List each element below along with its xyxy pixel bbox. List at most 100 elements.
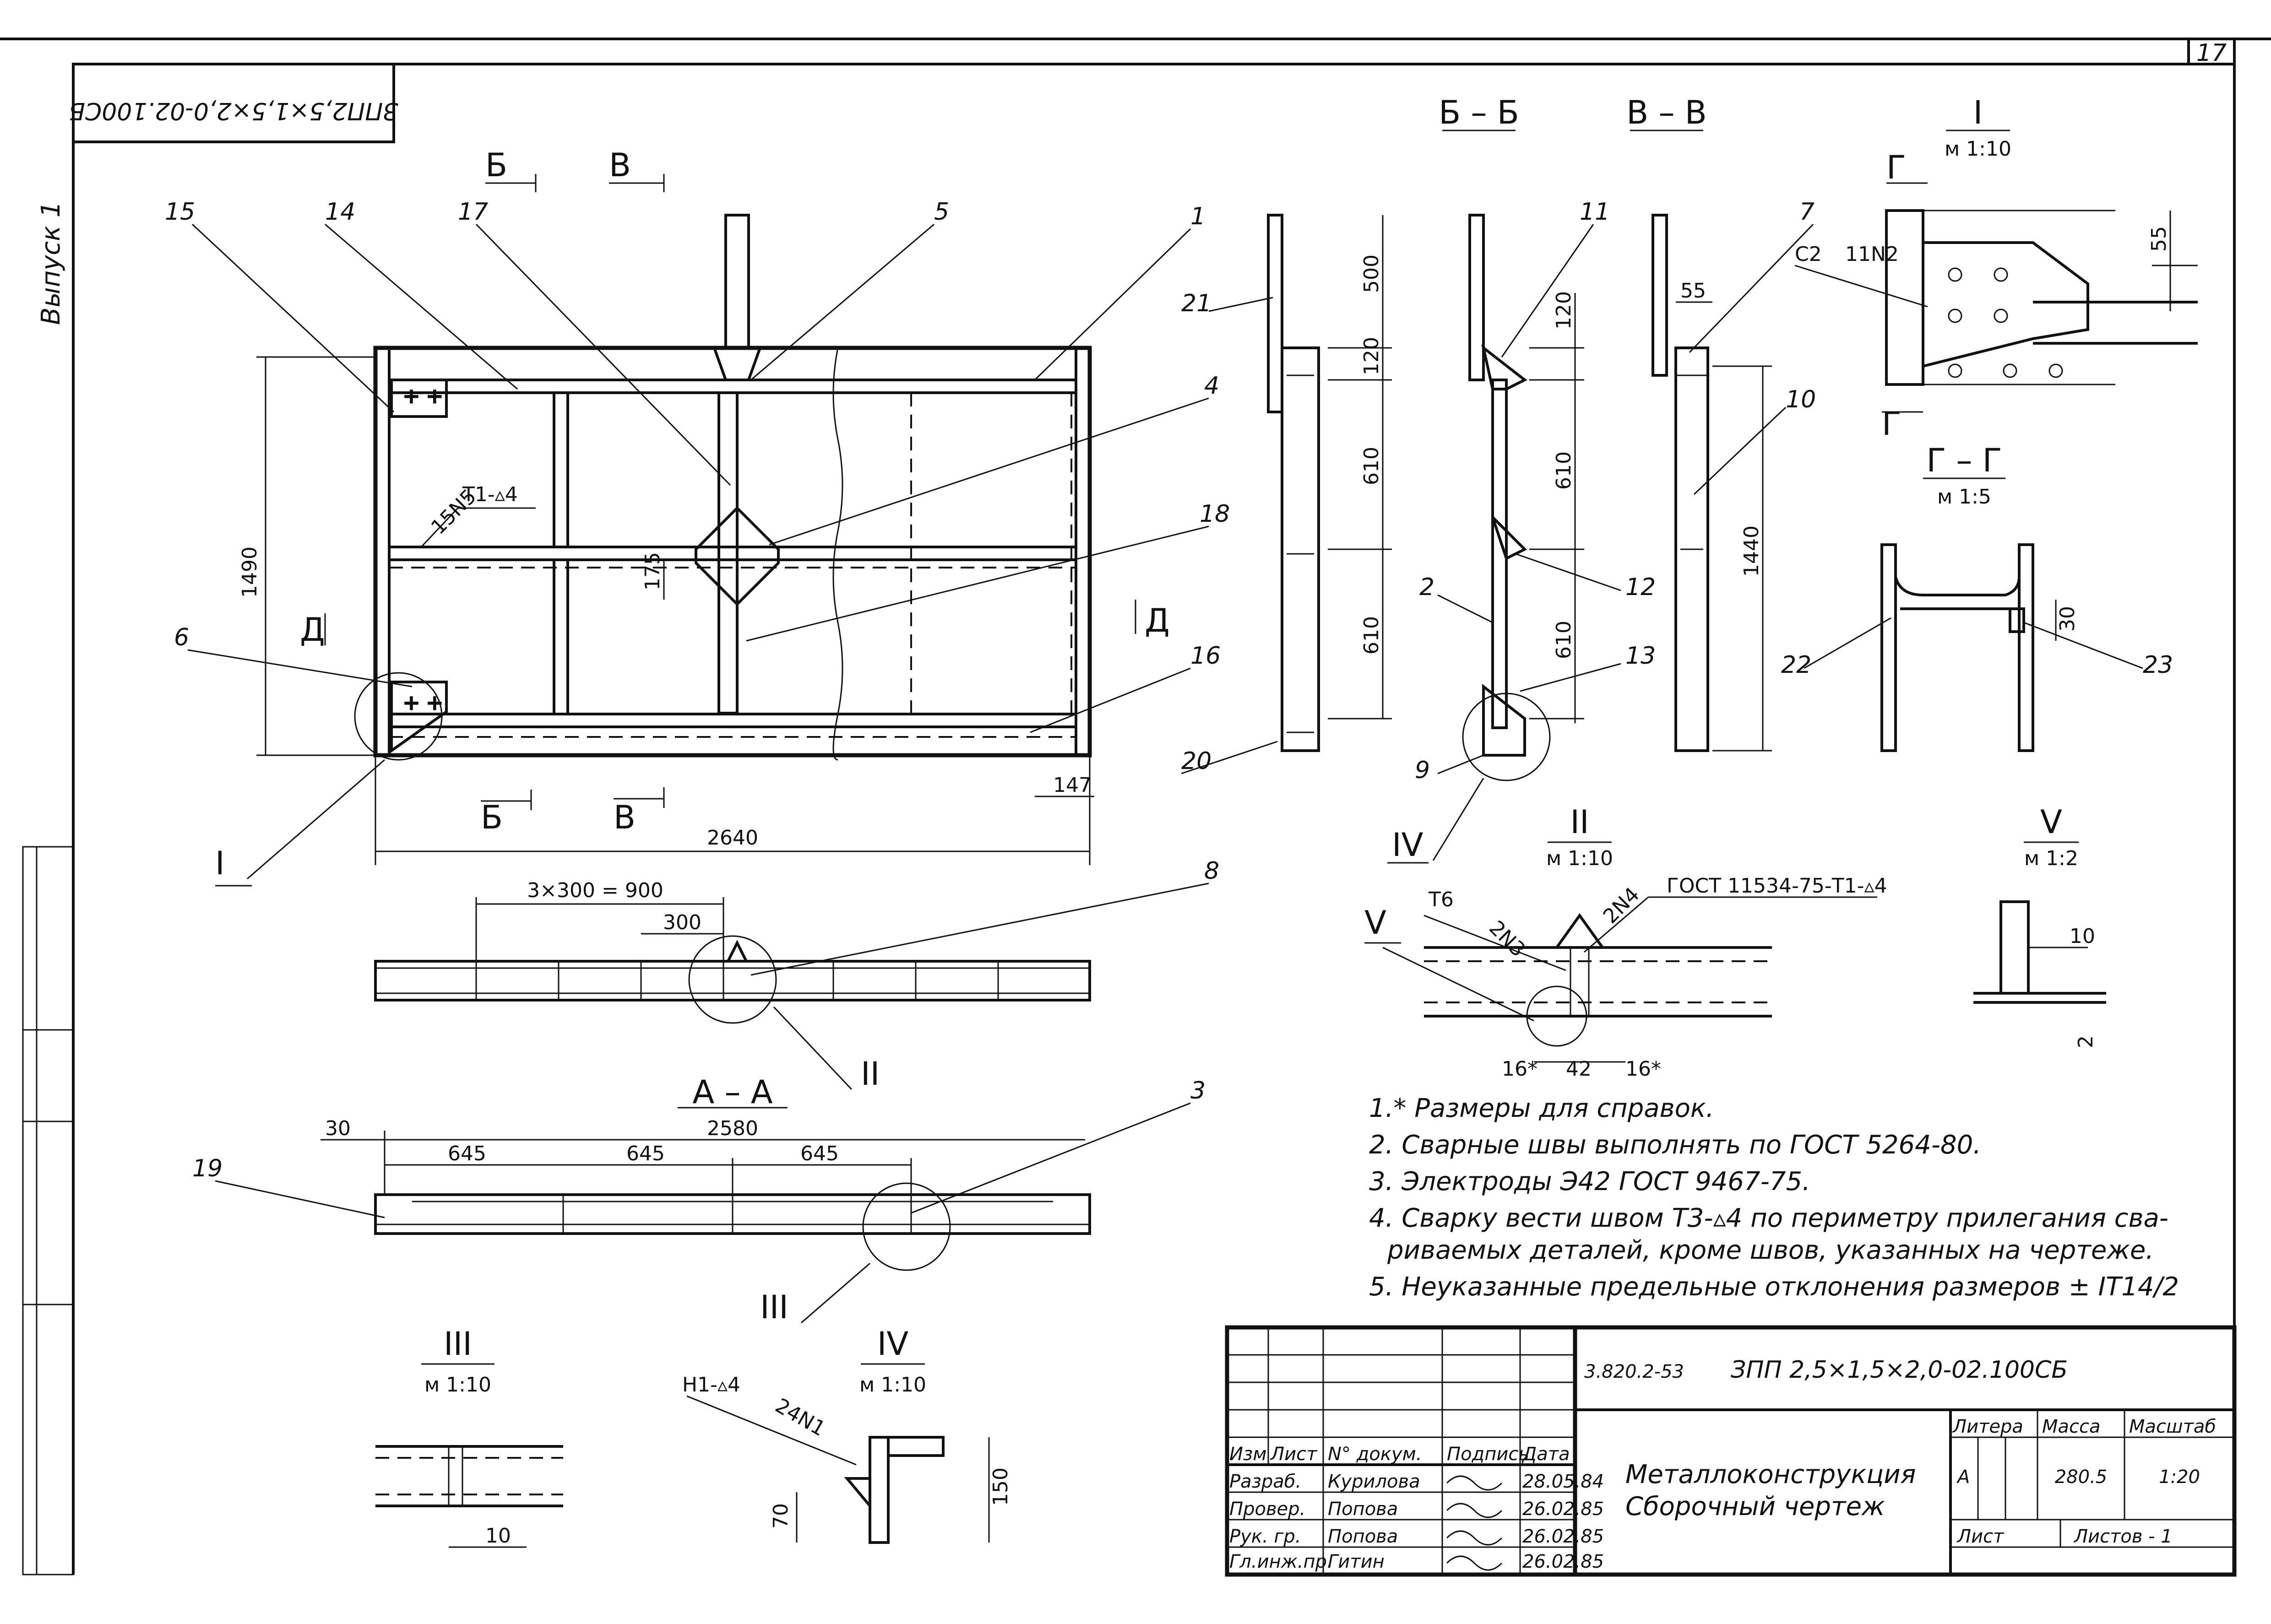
detail-V-dim-10: 10: [2070, 925, 2095, 948]
detail-IV-scale: м 1:10: [859, 1373, 926, 1397]
main-plan-view: + + + + 1490 2640 175 147 Б В Б В Д Д 15: [165, 146, 1230, 887]
detail-V-scale: м 1:2: [2024, 847, 2078, 870]
detail-II-dim-16-left: 16*: [1502, 1057, 1538, 1081]
tb-litera: А: [1956, 1467, 1970, 1488]
section-aa-title: А – А: [692, 1073, 772, 1111]
leader-16: 16: [1190, 642, 1221, 670]
leader-2: 2: [1419, 574, 1434, 601]
section-mark-b-bottom: Б: [481, 799, 503, 836]
dim-height: 1490: [238, 547, 261, 598]
detail-V: V м 1:2 10 2: [1973, 803, 2106, 1048]
detail-II-weld-left-count: 2N3: [1484, 916, 1530, 962]
svg-text:+ +: + +: [403, 691, 443, 715]
leader-8: 8: [1204, 857, 1219, 885]
tb-col-mass: Масса: [2042, 1416, 2101, 1437]
leader-6: 6: [174, 624, 189, 651]
detail-V-dim-2: 2: [2074, 1035, 2097, 1048]
leader-20: 20: [1181, 747, 1212, 775]
dim-3x300: 3×300 = 900: [527, 879, 663, 902]
note-5: 5. Неуказанные предельные отклонения раз…: [1369, 1272, 2179, 1302]
detail-I-mark-top: Г: [1886, 149, 1906, 186]
stamp-code: ЗПП2,5×1,5×2,0-02.100СБ: [69, 97, 398, 125]
leader-3: 3: [1190, 1077, 1206, 1104]
detail-III-title: III: [444, 1325, 472, 1363]
tb-h-list: Лист: [1270, 1444, 1318, 1465]
detail-III: III м 1:10 10: [375, 1325, 563, 1548]
tb-role-1: Провер.: [1229, 1499, 1305, 1520]
detail-I-weld: С2: [1795, 243, 1822, 266]
top-strip-view: 3×300 = 900 300 8 II: [374, 857, 1219, 1093]
dim-645-3: 645: [800, 1142, 839, 1165]
detail-II-mark-V: V: [1364, 904, 1386, 942]
leader-9: 9: [1415, 757, 1430, 784]
detail-IV-dim-150: 150: [989, 1467, 1012, 1506]
section-bb-title: Б – Б: [1439, 94, 1519, 131]
leader-22: 22: [1781, 651, 1811, 679]
section-mark-v-top: В: [609, 146, 631, 184]
vv-dim-610-1: 610: [1552, 451, 1576, 490]
tb-name-2: Попова: [1328, 1526, 1398, 1547]
tb-doc-ref: 3.820.2-53: [1584, 1361, 1684, 1382]
leader-II: II: [861, 1055, 880, 1093]
leader-I: I: [215, 844, 225, 882]
sheet-frame: 1 7 Выпуск 1 ЗПП2,5×1,5×2,0-02.100СБ: [0, 38, 2271, 1575]
detail-II-gost: ГОСТ 11534-75-Т1-▵4: [1667, 874, 1887, 898]
leader-III: III: [760, 1288, 788, 1326]
note-4-cont: риваемых деталей, кроме швов, указанных …: [1387, 1235, 2154, 1265]
detail-I-title: I: [1973, 94, 1983, 131]
detail-II-dim-16-right: 16*: [1625, 1057, 1661, 1081]
dim-645-2: 645: [626, 1142, 665, 1165]
detail-I-weld-count: 11N2: [1845, 243, 1899, 266]
section-mark-v-bottom: В: [614, 799, 636, 836]
bb-dim-610-2: 610: [1360, 616, 1383, 655]
tb-title-2: Сборочный чертеж: [1625, 1492, 1885, 1521]
detail-I-dim-55: 55: [2147, 226, 2171, 252]
tb-col-litera: Литера: [1952, 1416, 2023, 1437]
leader-IV: IV: [1392, 826, 1423, 864]
leader-7: 7: [1799, 198, 1815, 226]
section-vv: В – В 120 610 610 55 1440 11 7 2: [1387, 94, 1816, 864]
leader-21: 21: [1181, 290, 1212, 317]
detail-II-weld-left: T6: [1428, 888, 1454, 911]
vertical-label: Выпуск 1: [36, 201, 66, 325]
bb-dim-500: 500: [1360, 254, 1383, 293]
bb-dim-120: 120: [1360, 337, 1383, 375]
leader-1: 1: [1190, 203, 1206, 230]
dim-2580: 2580: [707, 1117, 758, 1140]
tb-h-izm: Изм: [1229, 1444, 1266, 1465]
section-aa: А – А 30 2580 645 645 645 19 3 III: [192, 1073, 1206, 1326]
tb-date-0: 28.05.84: [1522, 1471, 1604, 1492]
weld-code: T1-▵4: [462, 483, 518, 506]
tb-doc-code: ЗПП 2,5×1,5×2,0-02.100СБ: [1731, 1356, 2068, 1384]
leader-5: 5: [934, 198, 949, 226]
leader-10: 10: [1786, 386, 1816, 413]
detail-II: II м 1:10 T6 2N3 2N4 ГОСТ 11534-75-Т1-▵4…: [1364, 803, 1887, 1081]
detail-II-title: II: [1570, 803, 1589, 841]
section-mark-b-top: Б: [485, 146, 507, 184]
tb-title-1: Металлоконструкция: [1625, 1460, 1916, 1489]
leader-11: 11: [1580, 198, 1610, 226]
detail-II-scale: м 1:10: [1546, 847, 1613, 870]
detail-III-scale: м 1:10: [424, 1373, 491, 1397]
leader-14: 14: [325, 198, 355, 226]
tb-sheet: Лист: [1956, 1526, 2005, 1547]
tb-col-scale: Масштаб: [2129, 1416, 2216, 1437]
tb-date-2: 26.02.85: [1522, 1526, 1604, 1547]
bb-dim-610-1: 610: [1360, 447, 1383, 485]
note-2: 2. Сварные швы выполнять по ГОСТ 5264-80…: [1369, 1130, 1981, 1160]
tb-date-3: 26.02.85: [1522, 1551, 1604, 1572]
leader-12: 12: [1625, 574, 1656, 601]
detail-IV-dim-70: 70: [769, 1503, 793, 1529]
tb-date-1: 26.02.85: [1522, 1499, 1604, 1520]
dim-width: 2640: [707, 826, 758, 850]
leader-23: 23: [2143, 651, 2173, 679]
leader-19: 19: [192, 1155, 223, 1182]
tb-role-3: Гл.инж.пр.: [1229, 1551, 1333, 1572]
detail-I-scale: м 1:10: [1945, 137, 2011, 161]
tb-h-doc: N° докум.: [1328, 1444, 1422, 1465]
detail-IV-weld: H1-▵4: [682, 1373, 740, 1397]
leader-13: 13: [1625, 642, 1656, 670]
detail-II-weld-right-count: 2N4: [1599, 883, 1644, 928]
vv-dim-1440: 1440: [1740, 525, 1763, 577]
